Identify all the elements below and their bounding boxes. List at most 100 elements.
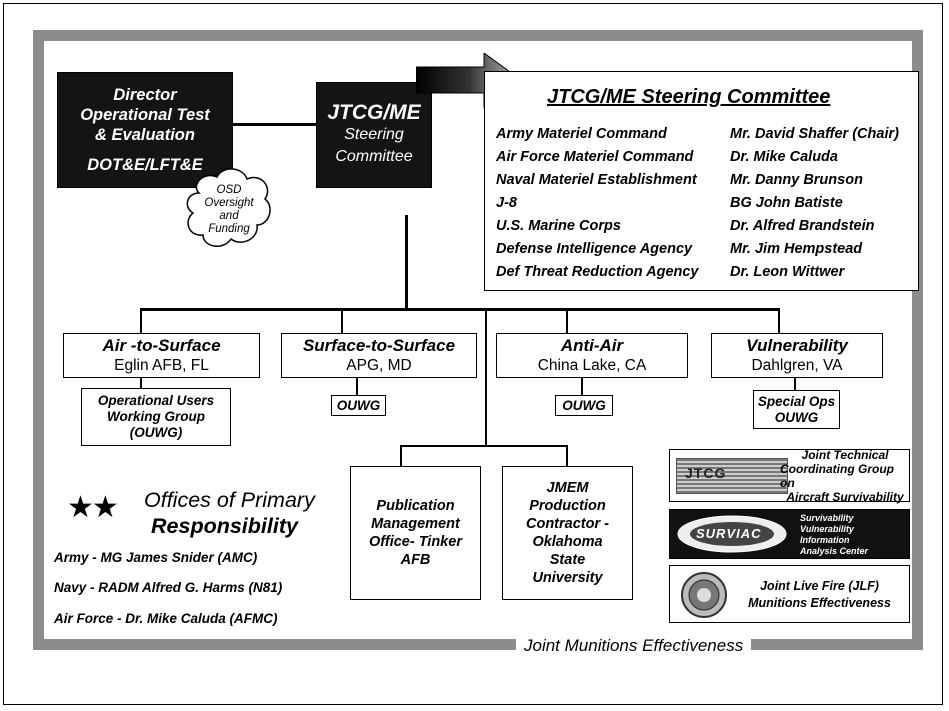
opr-airforce: Air Force - Dr. Mike Caluda (AFMC) (54, 611, 278, 626)
group-location: APG, MD (346, 356, 412, 374)
opr-army: Army - MG James Snider (AMC) (54, 550, 258, 565)
connector-ats-sub (140, 377, 142, 389)
page-border (3, 3, 943, 705)
group-air-to-surface: Air -to-Surface Eglin AFB, FL (63, 333, 260, 378)
sc-org-1: Air Force Materiel Command (496, 149, 694, 165)
osd-line2: Oversight (204, 197, 254, 209)
surviac-line2: Vulnerability (800, 524, 854, 534)
jtcg-as-line1: Joint Technical (801, 448, 889, 462)
opr-title-line1: Offices of Primary (144, 488, 315, 512)
jmem-line2: Production (529, 498, 606, 514)
publication-management-office: Publication Management Office- Tinker AF… (350, 466, 481, 600)
subgroup-ouwg-anti-air: OUWG (555, 395, 613, 416)
jtcg-steering-box: JTCG/ME Steering Committee (316, 82, 432, 188)
group-location: Eglin AFB, FL (114, 356, 209, 374)
surviac-line1: Survivability (800, 513, 854, 523)
surviac-line3: Information (800, 535, 850, 545)
connector-director-jtcg (233, 123, 316, 126)
jlf-logo-box: Joint Live Fire (JLF) Munitions Effectiv… (669, 565, 910, 623)
director-line2: Operational Test (80, 106, 210, 124)
director-box: Director Operational Test & Evaluation D… (57, 72, 233, 188)
sc-org-0: Army Materiel Command (496, 126, 667, 142)
group-name: Surface-to-Surface (302, 335, 456, 355)
connector-sts-sub (356, 377, 358, 395)
director-line1: Director (113, 86, 177, 104)
publication-line1: Publication (376, 498, 455, 514)
ouwg-label: OUWG (336, 398, 381, 413)
group-location: China Lake, CA (537, 356, 647, 374)
surviac-badge-text: SURVIAC (696, 526, 762, 541)
footer-title: Joint Munitions Effectiveness (524, 636, 744, 655)
jmem-line3: Contractor - (526, 516, 609, 532)
osd-line3: and (219, 210, 239, 222)
surviac-emblem (677, 515, 787, 553)
connector-vul-sub (794, 377, 796, 390)
sc-person-5: Mr. Jim Hempstead (730, 241, 863, 257)
jmem-line6: University (532, 570, 603, 586)
footer-text-wrapper: Joint Munitions Effectiveness (516, 635, 752, 657)
connector-aa-sub (581, 377, 583, 395)
group-anti-air: Anti-Air China Lake, CA (496, 333, 688, 378)
ouwg-line2: Working Group (107, 409, 205, 424)
osd-line4: Funding (208, 223, 250, 235)
connector-horizontal-main (140, 308, 780, 311)
jlf-line2: Munitions Effectiveness (748, 596, 891, 610)
sc-person-0: Mr. David Shaffer (Chair) (730, 126, 899, 142)
connector-drop-anti-air (566, 308, 568, 333)
connector-center-down (485, 308, 487, 445)
sc-person-4: Dr. Alfred Brandstein (730, 218, 875, 234)
jmem-line5: State (549, 552, 586, 568)
surviac-text: Survivability Vulnerability Information … (800, 513, 868, 557)
group-name: Air -to-Surface (102, 335, 221, 355)
sc-org-3: J-8 (496, 195, 517, 211)
connector-jtcg-trunk (405, 215, 408, 310)
publication-line2: Management (371, 516, 460, 532)
jmem-line4: Oklahoma (532, 534, 603, 550)
jlf-text: Joint Live Fire (JLF) Munitions Effectiv… (732, 576, 907, 614)
group-location: Dahlgren, VA (751, 356, 843, 374)
surviac-logo-box: SURVIAC Survivability Vulnerability Info… (669, 509, 910, 559)
director-line4: DOT&E/LFT&E (87, 156, 203, 174)
connector-drop-jmem (566, 445, 568, 466)
sc-org-5: Defense Intelligence Agency (496, 241, 693, 257)
group-name: Vulnerability (746, 335, 848, 355)
jtcg-box-line3: Committee (335, 148, 413, 165)
connector-drop-publication (400, 445, 402, 466)
jtcg-as-badge-text: JTCG (685, 465, 727, 481)
jtcg-box-line2: Steering (344, 126, 404, 143)
jlf-seal-icon (681, 572, 727, 618)
star-icon: ★★ (67, 491, 119, 524)
sc-person-6: Dr. Leon Wittwer (730, 264, 845, 280)
steering-committee-title: JTCG/ME Steering Committee (547, 86, 831, 108)
special-ops-line2: OUWG (774, 409, 819, 425)
opr-navy: Navy - RADM Alfred G. Harms (N81) (54, 580, 283, 595)
sc-org-4: U.S. Marine Corps (496, 218, 621, 234)
sc-person-1: Dr. Mike Caluda (730, 149, 838, 165)
opr-title-line2: Responsibility (151, 514, 298, 538)
director-line3: & Evaluation (95, 126, 195, 144)
jmem-production-contractor: JMEM Production Contractor - Oklahoma St… (502, 466, 633, 600)
ouwg-label: OUWG (562, 398, 606, 413)
connector-drop-surface-to-surface (341, 308, 343, 333)
ouwg-line3: (OUWG) (129, 425, 183, 440)
osd-cloud-text: OSD Oversight and Funding (191, 177, 267, 243)
jtcg-box-title: JTCG/ME (327, 101, 421, 124)
sc-person-3: BG John Batiste (730, 195, 843, 211)
ouwg-line1: Operational Users (97, 393, 215, 408)
osd-line1: OSD (216, 184, 242, 196)
group-name: Anti-Air (560, 335, 624, 355)
jtcg-as-badge: JTCG (676, 458, 788, 494)
steering-committee-panel: JTCG/ME Steering Committee Army Materiel… (484, 71, 919, 291)
sc-person-2: Mr. Danny Brunson (730, 172, 863, 188)
jtcg-as-text: Joint Technical Coordinating Group on Ai… (780, 448, 910, 504)
slide-frame: Director Operational Test & Evaluation D… (33, 30, 923, 657)
publication-line3: Office- Tinker (369, 534, 462, 550)
publication-line4: AFB (400, 552, 431, 568)
surviac-line4: Analysis Center (800, 546, 869, 556)
connector-drop-vulnerability (778, 308, 780, 333)
jmem-line1: JMEM (546, 480, 589, 496)
subgroup-ouwg-surface-to-surface: OUWG (331, 395, 386, 416)
jtcg-as-logo-box: JTCG Joint Technical Coordinating Group … (669, 448, 910, 504)
subgroup-special-ops-ouwg: Special Ops OUWG (753, 390, 840, 429)
special-ops-line1: Special Ops (757, 393, 836, 409)
